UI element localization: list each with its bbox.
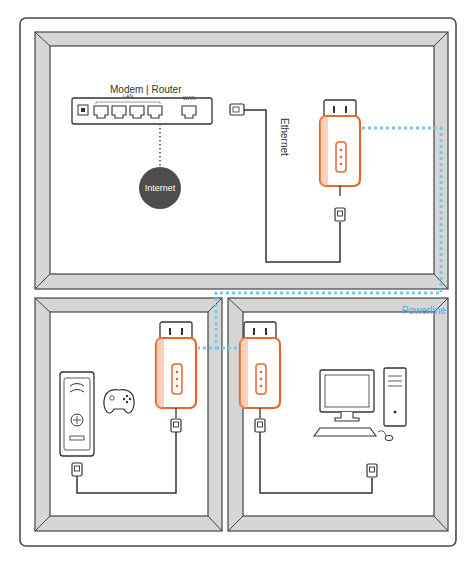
port-label: WAN bbox=[183, 95, 196, 101]
cable-label: Ethernet bbox=[279, 118, 290, 156]
router-box: Modem | Router bbox=[72, 84, 212, 124]
port-group-label: LAN bbox=[123, 93, 134, 99]
internet-cloud: Internet bbox=[139, 167, 181, 209]
network-label: Powerline bbox=[402, 305, 446, 316]
device-heading: Modem | Router bbox=[110, 84, 182, 95]
node-label: Internet bbox=[145, 183, 176, 193]
connection-line bbox=[159, 124, 161, 167]
